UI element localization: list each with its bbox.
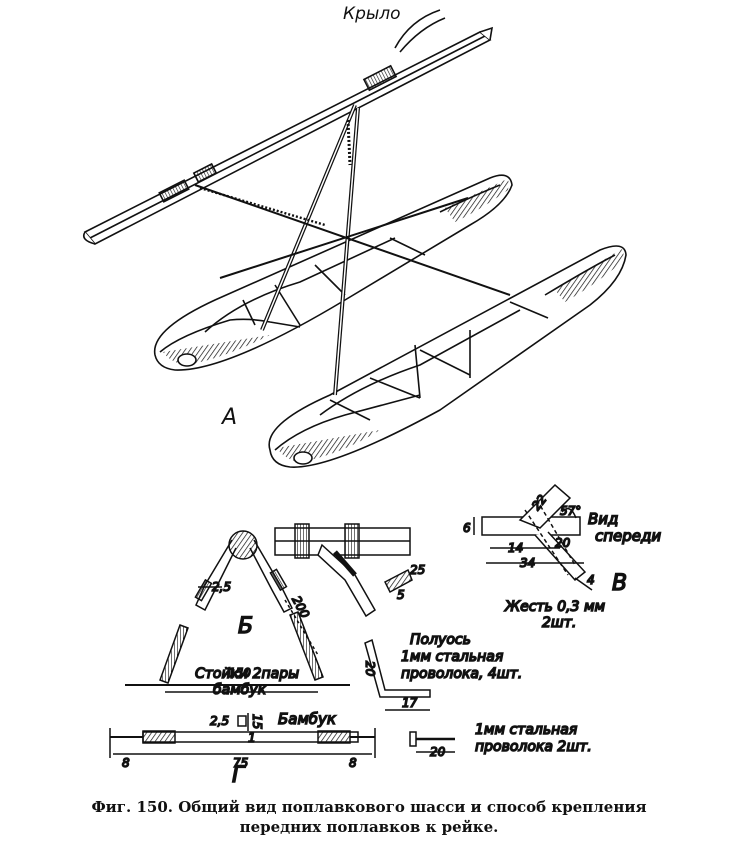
dim-75: 75 (233, 756, 248, 770)
dim-20: 20 (555, 536, 571, 550)
label-bamboo: Бамбук (278, 710, 336, 728)
label-view-v: В (612, 571, 627, 596)
caption-line-1: Фиг. 150. Общий вид поплавкового шасси и… (91, 798, 647, 816)
label-front-view-1: Вид (588, 510, 618, 528)
dim-20-axle: 20 (363, 661, 377, 677)
dim-34: 34 (520, 556, 535, 570)
view-v-front: 22 57° 6 14 20 34 4 Вид спереди В Жесть … (462, 483, 662, 632)
figure-caption: Фиг. 150. Общий вид поплавкового шасси и… (0, 797, 738, 837)
dim-57: 57° (560, 504, 581, 518)
dim-20-wire: 20 (430, 745, 446, 759)
dim-1: 1 (248, 731, 256, 745)
dim-2-5-b: 2,5 (212, 580, 231, 594)
diagram-svg: Крыло А 22 57° 6 14 20 34 4 Вид спереди … (82, 4, 662, 789)
dim-5: 5 (397, 588, 405, 602)
wing-spar (82, 9, 494, 246)
dim-8-right: 8 (349, 756, 357, 770)
dim-4: 4 (587, 573, 595, 587)
label-half-axle-2: 1мм стальная (401, 649, 503, 665)
label-front-view-2: спереди (595, 527, 661, 545)
dim-6: 6 (463, 521, 471, 535)
half-axle: 20 17 Полуось 1мм стальная проволока, 4ш… (362, 631, 523, 711)
label-half-axle-1: Полуось (410, 632, 471, 648)
label-wire-1: 1мм стальная (475, 722, 577, 738)
label-struts-1: Стойки 2пары (195, 666, 299, 682)
view-a-general: Крыло А (82, 4, 627, 468)
dim-14: 14 (508, 541, 523, 555)
label-half-axle-3: проволока, 4шт. (401, 666, 522, 682)
view-g-axle: 2,5 1 15 8 75 8 Бамбук Г (109, 709, 376, 789)
float-right (268, 245, 627, 468)
dim-150: 150 (228, 666, 251, 680)
label-tin-2: 2шт. (542, 615, 576, 631)
label-view-b: Б (238, 614, 253, 639)
struts (194, 104, 511, 396)
dim-15: 15 (250, 714, 264, 729)
label-struts-2: бамбук (213, 682, 267, 698)
dim-8-left: 8 (122, 756, 130, 770)
label-tin-1: Жесть 0,3 мм (504, 599, 606, 615)
figure-drawing: Крыло А 22 57° 6 14 20 34 4 Вид спереди … (82, 4, 662, 789)
dim-2-5-g: 2,5 (210, 714, 229, 728)
caption-line-2: передних поплавков к рейке. (239, 818, 499, 836)
label-view-g: Г (232, 763, 246, 788)
dim-17: 17 (402, 696, 418, 710)
view-b-struts: 2,5 200 150 25 5 Б Стойки 2пары бамбук (125, 523, 426, 699)
label-wing: Крыло (343, 4, 401, 24)
dim-25: 25 (410, 563, 425, 577)
label-wire-2: проволока 2шт. (475, 739, 592, 755)
wire-piece: 20 1мм стальная проволока 2шт. (409, 721, 593, 760)
label-view-a: А (220, 405, 237, 430)
